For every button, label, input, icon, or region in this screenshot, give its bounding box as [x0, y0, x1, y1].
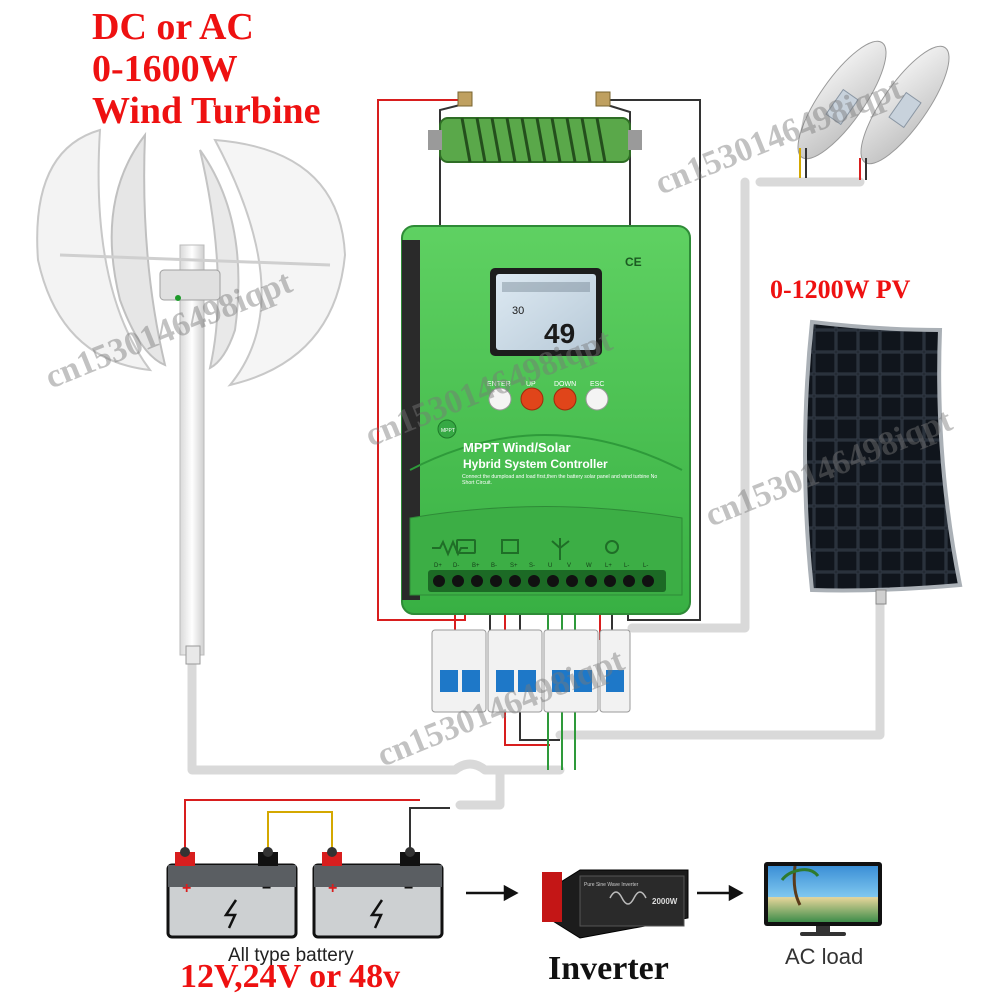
lcd-reading: 49	[544, 318, 575, 349]
dump-load-resistor	[428, 91, 642, 163]
street-lamps	[797, 40, 950, 180]
terminal-label: S-	[529, 563, 535, 569]
terminal-label: V	[567, 563, 571, 569]
ac-load-tv	[764, 862, 882, 936]
headline-line1: DC or AC	[92, 6, 254, 48]
wind-turbine-icon	[551, 538, 570, 560]
battery-2-plus: +	[328, 880, 337, 897]
esc-button-label: ESC	[590, 381, 604, 388]
up-button	[520, 387, 544, 411]
terminal-label: D+	[434, 563, 442, 569]
battery-voltage-label: 12V,24V or 48v	[180, 958, 401, 995]
inverter-panel-text: Pure Sine Wave Inverter	[584, 882, 639, 888]
terminal-label: U	[548, 563, 552, 569]
controller-icon-row	[432, 538, 619, 560]
terminal-block	[428, 570, 666, 592]
battery-1-minus: −	[262, 880, 271, 897]
terminal-labels: D+ D- B+ B- S+ S- U V W L+ L- L-	[434, 563, 648, 569]
headline-line2: 0-1600W	[92, 48, 238, 90]
enter-button-label: ENTER	[487, 381, 511, 388]
battery-2-minus: −	[404, 880, 413, 897]
grey-cables	[187, 177, 885, 810]
esc-button	[585, 387, 609, 411]
terminal-label: D-	[453, 563, 459, 569]
terminal-label: B+	[472, 563, 480, 569]
ce-mark: CE	[625, 255, 642, 269]
controller-instruction-wrapper: Connect the dumpload and load first,then…	[462, 474, 658, 487]
controller-logo-text: MPPT	[441, 428, 455, 434]
enter-button	[488, 387, 512, 411]
pv-label: 0-1200W PV	[770, 275, 911, 304]
battery-1-plus: +	[182, 880, 191, 897]
battery-caption: All type battery	[228, 945, 354, 966]
lcd-sub-reading: 30	[512, 305, 524, 317]
terminal-label: L-	[643, 563, 648, 569]
charge-controller	[401, 225, 691, 615]
ac-load-label: AC load	[785, 944, 864, 969]
down-button	[553, 387, 577, 411]
terminal-label: S+	[510, 563, 518, 569]
down-button-label: DOWN	[554, 381, 576, 388]
terminal-label: L-	[624, 563, 629, 569]
batteries	[166, 847, 444, 939]
controller-buttons	[488, 387, 609, 411]
arrow-right-icon	[503, 884, 519, 902]
inverter-rating: 2000W	[652, 897, 678, 906]
terminal-label: B-	[491, 563, 497, 569]
solar-panel	[803, 319, 963, 605]
controller-instruction: Connect the dumpload and load first,then…	[462, 474, 658, 487]
terminal-label: L+	[605, 563, 612, 569]
flow-arrows	[466, 884, 744, 902]
controller-brand-line1: MPPT Wind/Solar	[463, 440, 571, 455]
terminal-label: W	[586, 563, 592, 569]
inverter-label: Inverter	[548, 950, 669, 987]
controller-brand-line2: Hybrid System Controller	[463, 457, 608, 471]
bulb-icon	[605, 540, 619, 554]
wind-turbine	[36, 128, 347, 665]
resistor-icon	[432, 539, 468, 557]
circuit-breakers	[431, 629, 631, 713]
solar-panel-icon	[501, 539, 519, 554]
arrow-right-icon	[728, 884, 744, 902]
battery-icon	[456, 539, 476, 554]
up-button-label: UP	[526, 381, 536, 388]
headline-line3: Wind Turbine	[92, 90, 321, 132]
inverter	[542, 869, 689, 939]
headline: DC or AC 0-1600W Wind Turbine	[92, 6, 321, 132]
